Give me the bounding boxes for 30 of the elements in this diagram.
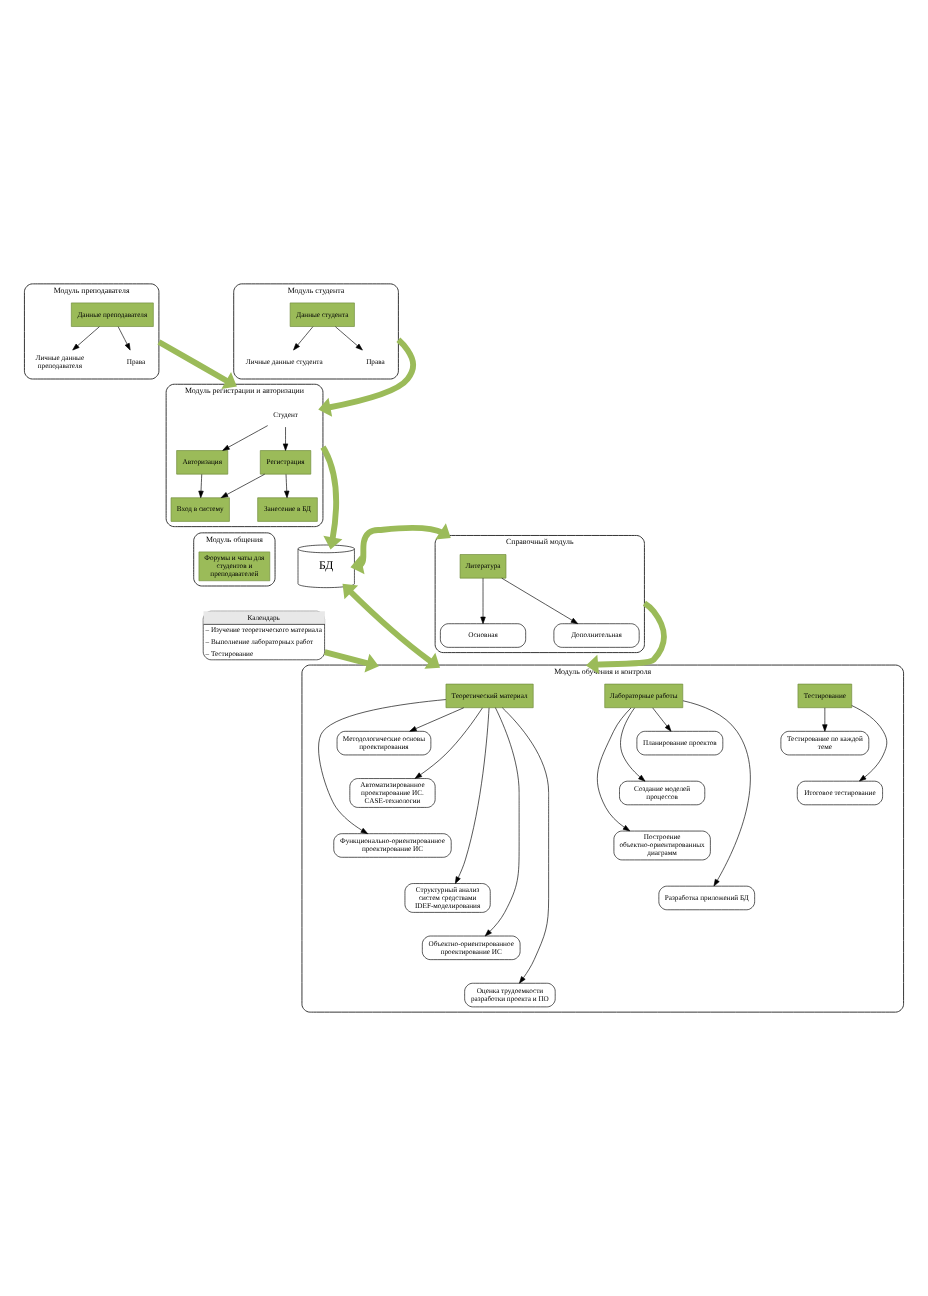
- arrow: [585, 600, 667, 675]
- arrow: [335, 326, 363, 351]
- arrow: [284, 474, 290, 498]
- arrow: [414, 707, 483, 779]
- arrow: [480, 577, 486, 624]
- arrow: [484, 707, 520, 937]
- arrow: [318, 337, 417, 417]
- arrow: [222, 425, 268, 451]
- arrow: [342, 583, 440, 669]
- arrow: [220, 473, 265, 498]
- arrow: [323, 649, 379, 673]
- arrow: [157, 339, 237, 389]
- arrow: [851, 705, 888, 782]
- arrow: [293, 326, 314, 351]
- arrow: [501, 577, 579, 624]
- arrow: [282, 426, 289, 451]
- arrow: [455, 707, 490, 884]
- arrow: [350, 523, 451, 575]
- arrow: [198, 474, 204, 498]
- arrow: [822, 707, 828, 732]
- arrow: [682, 700, 751, 887]
- arrow: [652, 707, 672, 732]
- arrow: [318, 699, 447, 834]
- arrow: [72, 326, 100, 351]
- arrow: [597, 707, 632, 832]
- arrow: [409, 707, 465, 732]
- arrow: [320, 445, 343, 550]
- arrow: [620, 707, 646, 782]
- arrow: [502, 707, 549, 984]
- arrow: [117, 326, 131, 351]
